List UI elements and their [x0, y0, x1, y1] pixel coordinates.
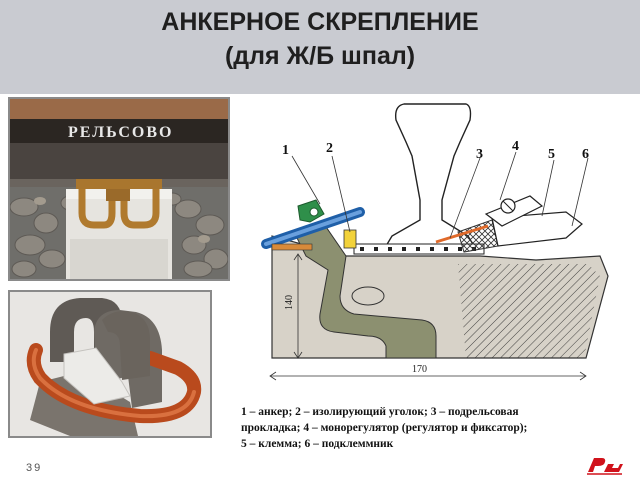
rail-marking-text: РЕЛЬСОВО	[68, 124, 173, 141]
callout-4: 4	[512, 139, 519, 154]
page-subtitle: (для Ж/Б шпал)	[224, 42, 416, 70]
photo-anchor-closeup	[8, 290, 212, 438]
callout-3: 3	[476, 147, 483, 162]
legend-line-3: 5 – клемма; 6 – подклеммник	[241, 438, 394, 450]
photo-anchor-on-sleeper: РЕЛЬСОВО	[8, 97, 230, 281]
title-band	[0, 0, 640, 94]
dimension-140-label: 140	[284, 295, 295, 310]
legend-line-2: прокладка; 4 – монорегулятор (регулятор …	[241, 422, 528, 434]
callout-5: 5	[548, 147, 555, 162]
callout-1: 1	[282, 143, 289, 158]
fastening-cross-section-diagram: 140 170 1 2 3 4 5 6	[236, 96, 631, 396]
slide-number: 39	[26, 462, 43, 474]
page-title: АНКЕРНОЕ СКРЕПЛЕНИЕ	[161, 8, 479, 36]
component-legend: 1 – анкер; 2 – изолирующий уголок; 3 – п…	[241, 404, 636, 452]
callout-6: 6	[582, 147, 589, 162]
callout-2: 2	[326, 141, 333, 156]
rzd-logo-icon	[584, 454, 624, 476]
legend-line-1: 1 – анкер; 2 – изолирующий уголок; 3 – п…	[241, 406, 519, 418]
dimension-170-label: 170	[412, 364, 427, 375]
